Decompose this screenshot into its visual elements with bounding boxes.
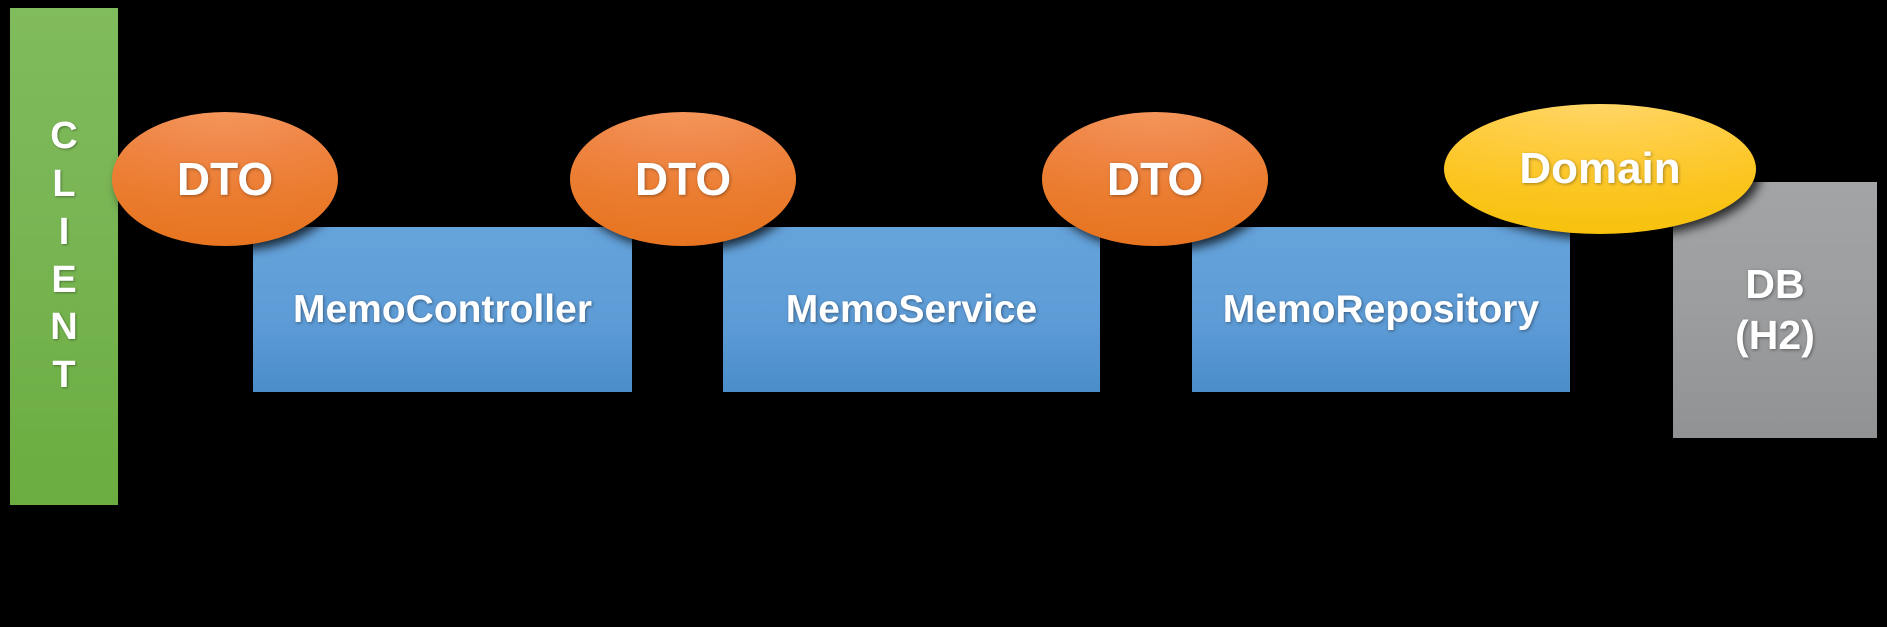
dto-bubble-label: DTO [176,153,274,205]
database-box: DB (H2) [1673,182,1877,438]
dto-bubble-label: DTO [1106,153,1204,205]
dto-bubble-label: DTO [634,153,732,205]
layer-box-memocontroller: MemoController [253,227,632,392]
layer-box-memoservice: MemoService [723,227,1100,392]
layer-box-label: MemoService [785,287,1038,331]
database-label-line1: DB [1745,261,1805,308]
domain-bubble-repository-db: Domain [1444,104,1756,234]
client-letter: T [52,354,76,397]
dto-bubble-service-repository: DTO [1042,112,1268,246]
layer-box-memorepository: MemoRepository [1192,227,1570,392]
dto-bubble-client-controller: DTO [112,112,338,246]
client-letter: E [51,258,77,301]
client-letter: I [58,210,70,253]
client-letter: C [50,114,78,157]
dto-bubble-controller-service: DTO [570,112,796,246]
client-label-stack: C L I E N T [50,113,77,400]
database-label-line2: (H2) [1735,312,1815,358]
client-letter: L [52,162,76,205]
client-bar: C L I E N T [10,8,118,505]
layer-box-label: MemoController [292,287,592,331]
layer-box-label: MemoRepository [1222,287,1540,331]
domain-bubble-label: Domain [1519,144,1681,193]
client-letter: N [50,306,78,349]
